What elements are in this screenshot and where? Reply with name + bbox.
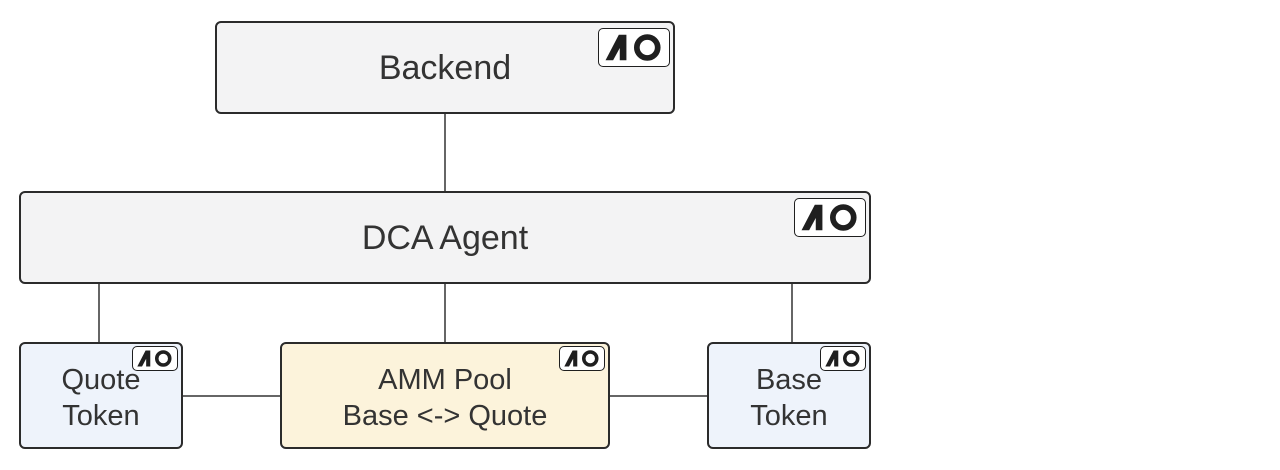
amm-pool-node[interactable]: AMM Pool Base <-> Quote bbox=[280, 342, 610, 449]
quote-token-node[interactable]: Quote Token bbox=[19, 342, 183, 449]
backend-node[interactable]: Backend bbox=[215, 21, 675, 114]
dca-agent-node[interactable]: DCA Agent bbox=[19, 191, 871, 284]
amm-pool-label: AMM Pool Base <-> Quote bbox=[342, 363, 548, 432]
ao-logo-icon bbox=[132, 346, 178, 371]
ao-logo-icon bbox=[598, 28, 670, 67]
ao-logo-icon bbox=[820, 346, 866, 371]
base-token-label: Base Token bbox=[750, 363, 828, 432]
quote-token-label: Quote Token bbox=[61, 363, 141, 432]
ao-logo-icon bbox=[559, 346, 605, 371]
backend-label: Backend bbox=[378, 48, 512, 87]
base-token-node[interactable]: Base Token bbox=[707, 342, 871, 449]
dca-agent-label: DCA Agent bbox=[361, 218, 529, 257]
ao-logo-icon bbox=[794, 198, 866, 237]
